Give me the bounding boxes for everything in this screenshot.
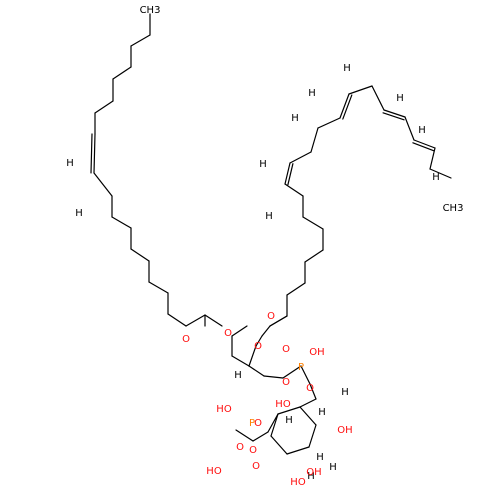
atom-label-31: P: [249, 418, 255, 429]
bond-49: [263, 375, 284, 379]
bond-45: [413, 139, 436, 149]
atom-label-10: H: [432, 172, 440, 183]
atom-label-28: OH: [337, 425, 352, 436]
bond-62: [235, 429, 254, 442]
bond-56: [270, 435, 288, 455]
atom-label-9: H: [418, 125, 426, 136]
bond-23: [248, 345, 257, 367]
atom-label-24: H: [341, 387, 349, 398]
bond-14: [148, 281, 169, 294]
bond-38: [310, 127, 319, 153]
atom-label-13: O: [182, 334, 190, 345]
atom-label-3: H: [259, 159, 267, 170]
bond-18: [204, 314, 223, 327]
atom-label-5: H: [291, 113, 299, 124]
bond-24: [255, 335, 263, 347]
bond-12: [130, 248, 150, 262]
atom-label-36: HO: [290, 477, 306, 488]
atom-label-32: O: [236, 442, 244, 453]
atom-label-37: H: [329, 462, 337, 473]
bond-57: [270, 413, 279, 437]
atom-label-14: O: [267, 311, 275, 322]
bond-61: [252, 431, 269, 442]
double-bond-2: [342, 94, 353, 120]
bond-1: [130, 34, 151, 47]
atom-label-15: O: [254, 341, 262, 352]
bond-5: [94, 100, 114, 114]
bond-59: [299, 398, 317, 408]
bond-50: [282, 365, 302, 379]
atom-label-2: H: [75, 208, 83, 219]
bond-47: [429, 168, 452, 179]
atom-label-23: H: [318, 407, 326, 418]
bond-17: [185, 314, 206, 327]
atom-label-33: HO: [206, 466, 222, 477]
bond-39: [317, 117, 341, 129]
bond-58: [277, 406, 301, 415]
atom-label-38: OH: [306, 467, 321, 478]
bond-3: [112, 66, 132, 80]
bond-35: [284, 183, 304, 197]
atom-label-18: P: [298, 362, 304, 373]
double-bond-4: [412, 142, 435, 152]
atom-label-29: H: [316, 452, 324, 463]
bond-48: [248, 365, 265, 377]
bond-33: [302, 216, 324, 230]
bond-19: [231, 325, 248, 337]
bond-43: [383, 109, 406, 118]
bond-44: [404, 116, 415, 141]
bond-22: [231, 355, 250, 367]
atom-label-17: O: [282, 377, 290, 388]
bond-29: [286, 282, 306, 296]
atom-label-16: H: [234, 370, 242, 381]
bond-53: [299, 406, 317, 426]
atom-label-19: O: [282, 344, 290, 355]
atom-label-21: O: [306, 383, 314, 394]
bond-25: [261, 325, 271, 337]
atom-label-20: OH: [309, 347, 324, 358]
double-bond-0: [90, 133, 93, 174]
atom-label-7: H: [343, 63, 351, 74]
atom-label-8: H: [396, 93, 404, 104]
atom-label-22: HO: [275, 399, 291, 410]
bond-36: [284, 162, 291, 185]
atom-label-12: O: [224, 328, 232, 339]
bond-41: [348, 85, 373, 95]
atom-label-26: O: [249, 445, 257, 456]
bond-40: [339, 93, 350, 119]
bond-51: [300, 365, 311, 385]
bond-16: [167, 313, 187, 327]
atom-label-34: O: [252, 461, 260, 472]
bond-52: [309, 383, 317, 400]
bond-54: [308, 424, 317, 448]
bond-31: [304, 249, 324, 263]
bond-37: [289, 151, 312, 164]
bond-60: [267, 413, 279, 433]
atom-label-4: H: [265, 211, 273, 222]
bond-lines: [90, 13, 452, 455]
bond-27: [269, 315, 288, 327]
atom-label-27: H: [285, 415, 293, 426]
bond-55: [286, 446, 310, 455]
bond-7: [93, 133, 96, 174]
atom-label-0: CH3: [140, 5, 161, 16]
atom-label-11: CH3: [443, 203, 464, 214]
bond-46: [429, 147, 436, 170]
atom-label-25: O: [254, 418, 262, 429]
atom-label-1: H: [66, 158, 74, 169]
double-bond-1: [287, 163, 294, 186]
atom-label-30: HO: [216, 404, 232, 415]
bond-8: [93, 172, 113, 197]
bond-10: [111, 216, 132, 229]
atom-label-6: H: [308, 88, 316, 99]
bond-42: [371, 85, 385, 111]
atom-label-35: H: [307, 471, 315, 482]
double-bond-3: [382, 112, 405, 121]
